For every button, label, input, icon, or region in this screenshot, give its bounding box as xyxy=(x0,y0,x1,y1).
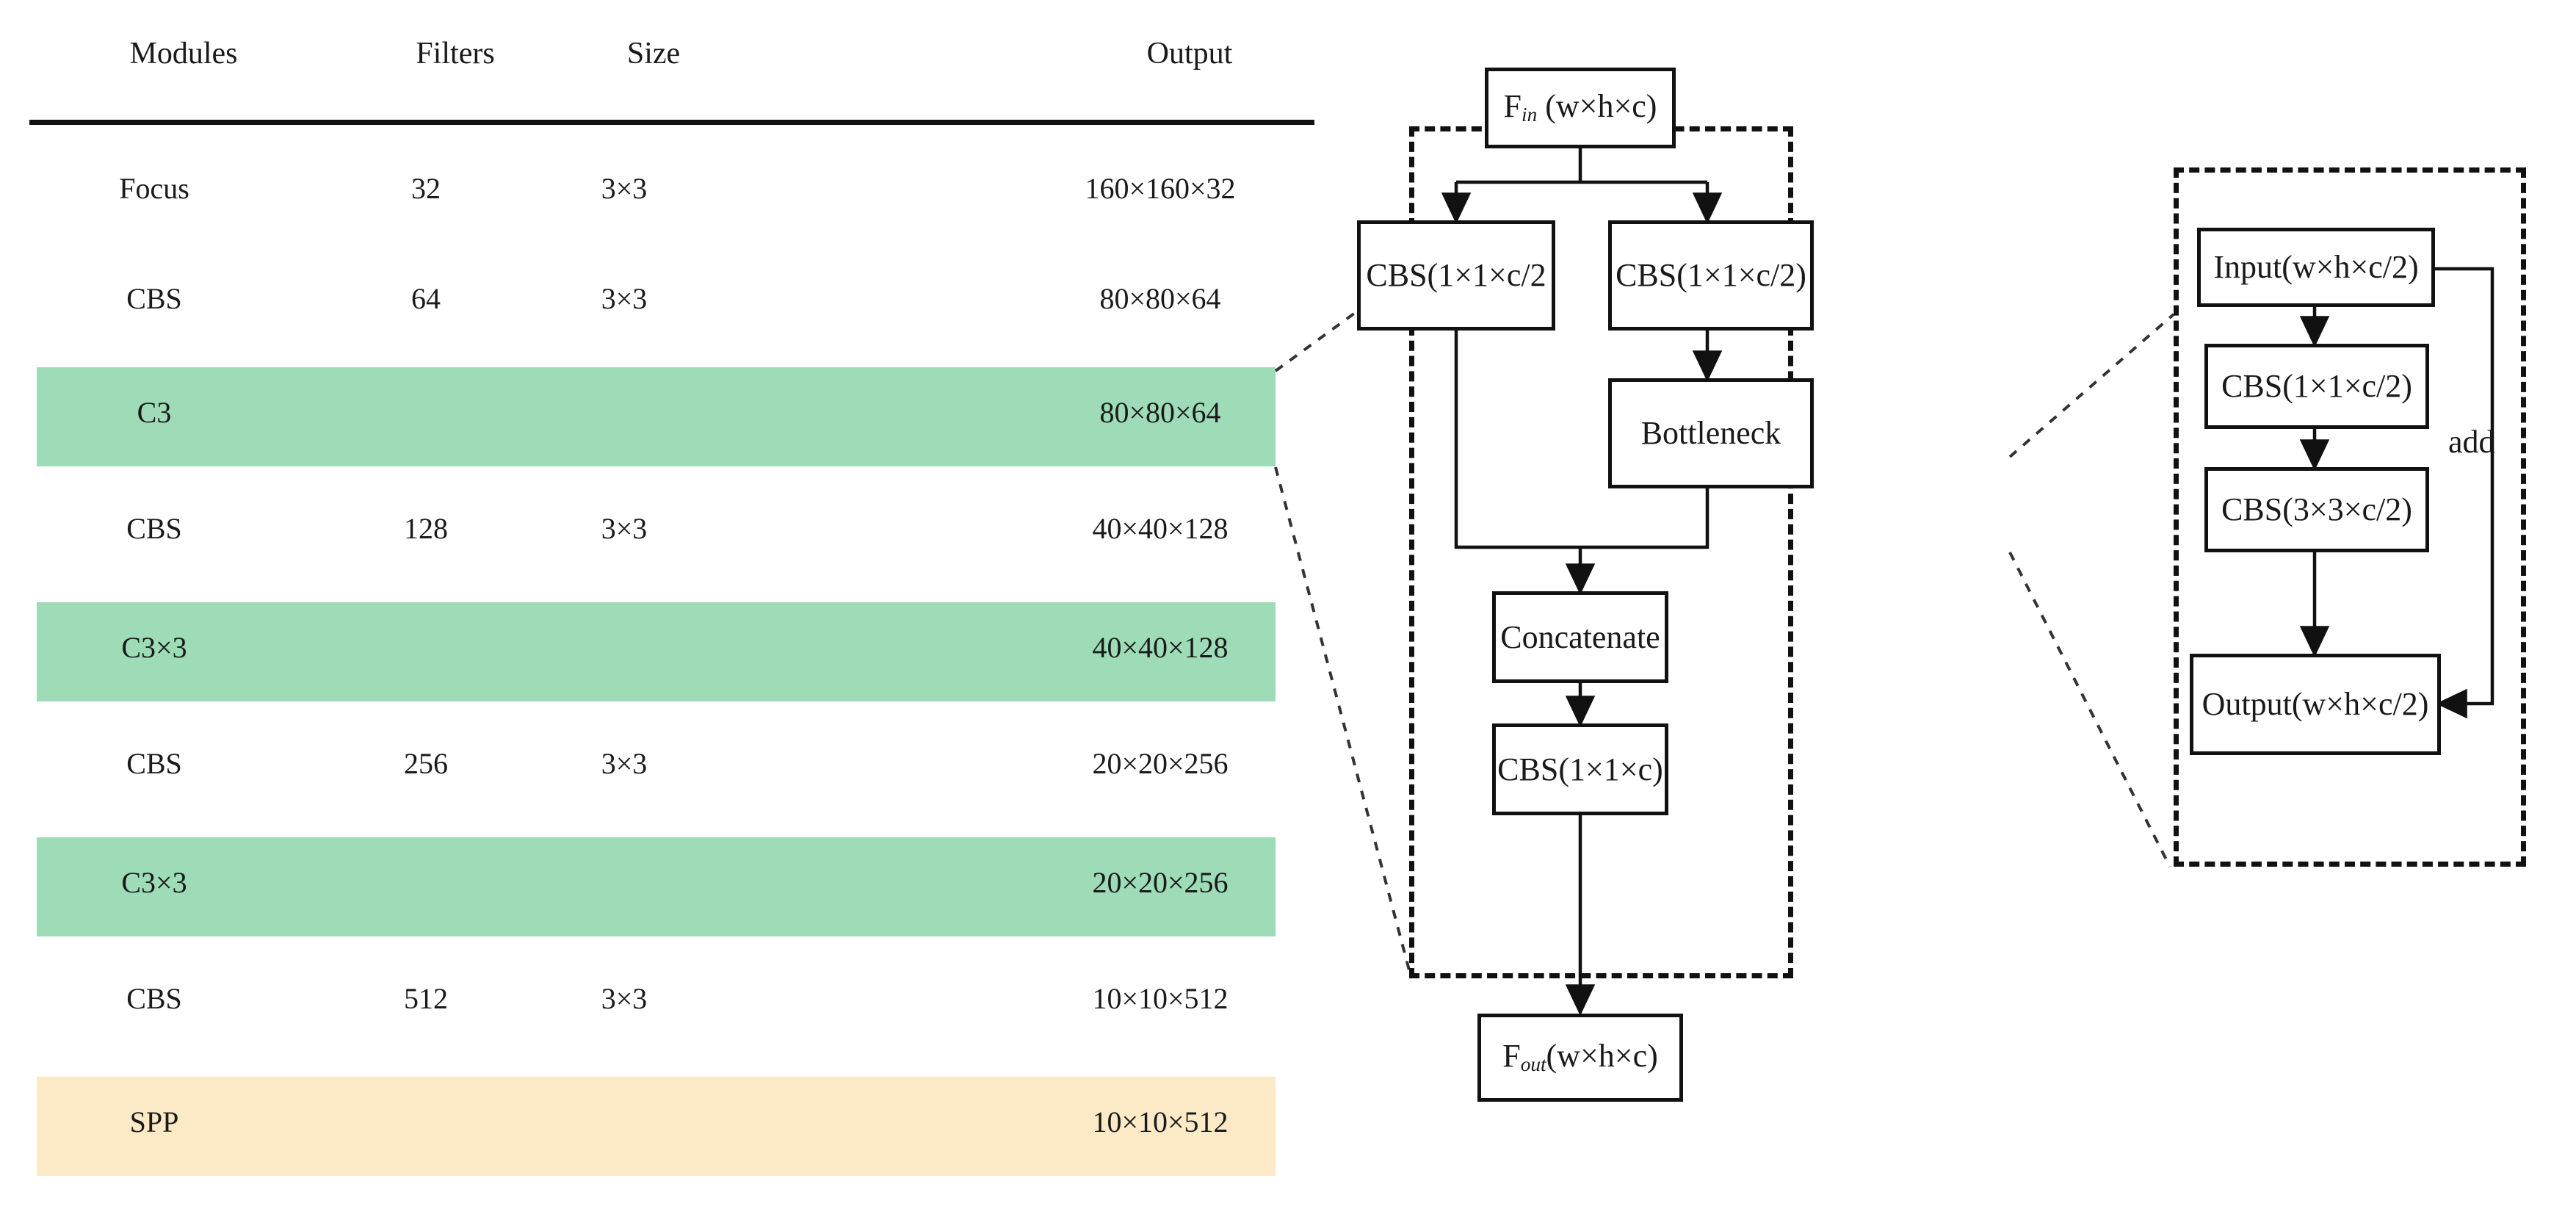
node-feature-output-label: Fout(w×h×c) xyxy=(1502,1038,1658,1076)
cell-filters: 64 xyxy=(411,282,441,315)
cell-module: Focus xyxy=(119,172,189,205)
cell-filters: 32 xyxy=(411,172,441,205)
cell-module: CBS xyxy=(126,512,182,545)
node-feature-input-label: Fin (w×h×c) xyxy=(1503,88,1657,126)
architecture-table: Modules Filters Size Output Focus 32 3×3… xyxy=(29,22,1314,1176)
column-header-modules: Modules xyxy=(129,37,238,71)
node-concatenate: Concatenate xyxy=(1492,591,1668,683)
cell-output: 10×10×512 xyxy=(1092,982,1229,1015)
table-row-highlighted-c3x3: C3×3 40×40×128 xyxy=(37,602,1276,701)
cell-filters: 256 xyxy=(404,747,448,780)
column-header-filters: Filters xyxy=(416,37,495,71)
cell-filters: 128 xyxy=(404,512,448,545)
cell-output: 160×160×32 xyxy=(1085,172,1236,205)
cell-output: 80×80×64 xyxy=(1099,282,1221,315)
add-label: add xyxy=(2448,424,2495,460)
node-cbs-output: CBS(1×1×c) xyxy=(1492,723,1668,815)
node-bottleneck-input: Input(w×h×c/2) xyxy=(2197,228,2435,307)
cell-size: 3×3 xyxy=(601,982,648,1015)
node-cbs-branch-right-label: CBS(1×1×c/2) xyxy=(1616,257,1806,293)
node-cbs-output-label: CBS(1×1×c) xyxy=(1497,751,1663,787)
node-bottleneck-cbs-1x1: CBS(1×1×c/2) xyxy=(2204,344,2429,429)
cell-output: 40×40×128 xyxy=(1092,631,1229,664)
cell-size: 3×3 xyxy=(601,282,648,315)
node-feature-input: Fin (w×h×c) xyxy=(1485,68,1676,148)
cell-output: 80×80×64 xyxy=(1099,396,1221,429)
node-feature-output: Fout(w×h×c) xyxy=(1477,1014,1683,1102)
column-header-output: Output xyxy=(1146,37,1233,71)
node-cbs-branch-left-label: CBS(1×1×c/2 xyxy=(1366,257,1546,293)
table-row: CBS 512 3×3 10×10×512 xyxy=(37,953,1276,1053)
cell-output: 10×10×512 xyxy=(1092,1105,1229,1138)
node-bottleneck-cbs-3x3-label: CBS(3×3×c/2) xyxy=(2221,491,2412,527)
table-row-highlighted-spp: SPP 10×10×512 xyxy=(37,1077,1276,1176)
cell-module: C3×3 xyxy=(121,631,187,664)
bottleneck-dashed-boundary xyxy=(2174,167,2526,867)
table-row-highlighted-c3x3: C3×3 20×20×256 xyxy=(37,837,1276,936)
node-bottleneck: Bottleneck xyxy=(1608,378,1814,488)
node-bottleneck-label: Bottleneck xyxy=(1640,415,1781,451)
table-header-rule xyxy=(29,120,1314,125)
cell-module: CBS xyxy=(126,747,182,780)
column-header-size: Size xyxy=(626,37,681,71)
cell-module: CBS xyxy=(126,982,182,1015)
cell-module: C3×3 xyxy=(121,866,187,899)
node-bottleneck-cbs-1x1-label: CBS(1×1×c/2) xyxy=(2221,368,2412,404)
node-concatenate-label: Concatenate xyxy=(1500,618,1660,655)
cell-size: 3×3 xyxy=(601,172,648,205)
c3-module-diagram: Fin (w×h×c) CBS(1×1×c/2 CBS(1×1×c/2) Bot… xyxy=(1322,0,2576,1231)
cell-size: 3×3 xyxy=(601,747,648,780)
node-bottleneck-output: Output(w×h×c/2) xyxy=(2190,654,2441,755)
node-bottleneck-output-label: Output(w×h×c/2) xyxy=(2201,686,2429,722)
cell-module: SPP xyxy=(129,1105,179,1138)
cell-module: CBS xyxy=(126,282,182,315)
node-cbs-branch-left: CBS(1×1×c/2 xyxy=(1357,220,1555,331)
cell-output: 20×20×256 xyxy=(1092,747,1229,780)
cell-output: 40×40×128 xyxy=(1092,512,1229,545)
table-row: CBS 64 3×3 80×80×64 xyxy=(37,253,1276,353)
table-header-row: Modules Filters Size Output xyxy=(29,22,1314,103)
node-bottleneck-input-label: Input(w×h×c/2) xyxy=(2213,249,2419,285)
node-cbs-branch-right: CBS(1×1×c/2) xyxy=(1608,220,1814,331)
cell-filters: 512 xyxy=(404,982,448,1015)
table-row: Focus 32 3×3 160×160×32 xyxy=(37,143,1276,242)
cell-module: C3 xyxy=(137,396,172,429)
node-bottleneck-cbs-3x3: CBS(3×3×c/2) xyxy=(2204,467,2429,552)
table-row: CBS 128 3×3 40×40×128 xyxy=(37,483,1276,582)
cell-size: 3×3 xyxy=(601,512,648,545)
cell-output: 20×20×256 xyxy=(1092,866,1229,899)
table-row-highlighted-c3: C3 80×80×64 xyxy=(37,367,1276,466)
table-row: CBS 256 3×3 20×20×256 xyxy=(37,718,1276,817)
